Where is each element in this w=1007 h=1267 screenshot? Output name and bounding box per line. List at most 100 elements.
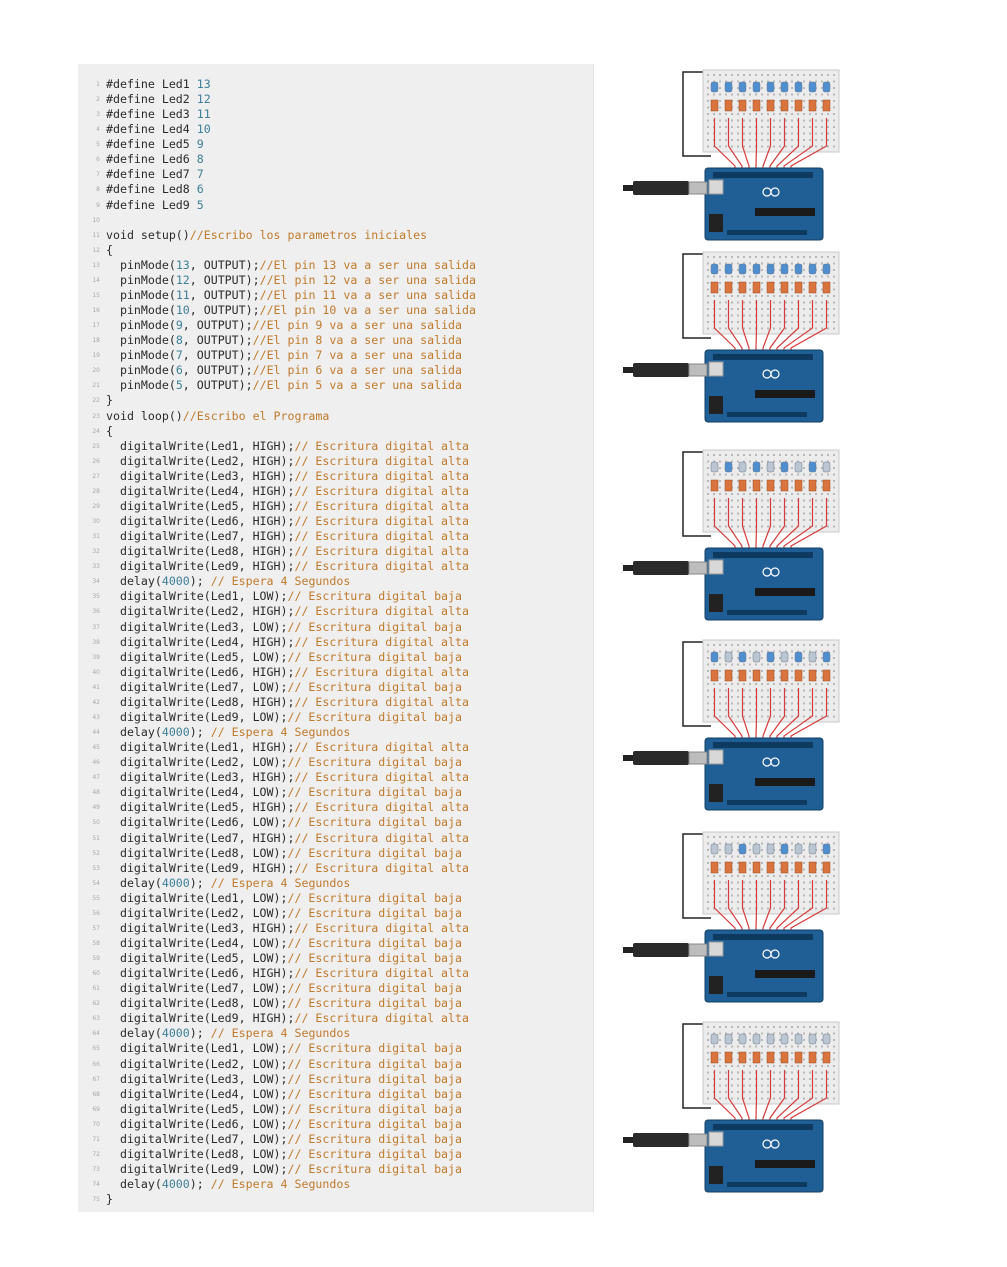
line-number: 36 xyxy=(92,608,100,616)
line-number: 3 xyxy=(96,111,100,119)
led-icon xyxy=(766,263,775,275)
code-comment: // Escritura digital alta xyxy=(294,498,469,513)
code-comment: //Escribo el Programa xyxy=(182,408,330,423)
code-text: digitalWrite(Led6, HIGH);// Escritura di… xyxy=(106,665,469,680)
code-text: digitalWrite(Led5, LOW);// Escritura dig… xyxy=(106,951,462,966)
code-comment: // Escritura digital baja xyxy=(287,679,462,694)
led-icon xyxy=(766,461,775,473)
code-token: digitalWrite(Led1, LOW); xyxy=(106,1041,288,1056)
line-number: 55 xyxy=(92,894,100,902)
code-text: { xyxy=(106,243,113,258)
led-icon xyxy=(710,651,719,663)
code-token: void loop() xyxy=(106,408,183,423)
signal-wire xyxy=(755,880,758,934)
code-token: digitalWrite(Led6, LOW); xyxy=(106,1116,288,1131)
code-token: pinMode( xyxy=(106,303,176,318)
code-token: , OUTPUT); xyxy=(182,348,253,363)
code-comment: // Escritura digital baja xyxy=(287,815,462,830)
code-comment: //El pin 5 va a ser una salida xyxy=(252,378,463,393)
code-text: digitalWrite(Led6, HIGH);// Escritura di… xyxy=(106,966,469,981)
code-text: delay(4000); // Espera 4 Segundos xyxy=(106,1026,350,1041)
code-token: void setup() xyxy=(106,227,190,242)
line-number: 65 xyxy=(92,1045,100,1053)
line-number: 21 xyxy=(92,382,100,390)
led-icon xyxy=(780,263,789,275)
led-icon xyxy=(724,843,733,855)
code-text: digitalWrite(Led2, LOW);// Escritura dig… xyxy=(106,1057,462,1072)
line-number: 73 xyxy=(92,1166,100,1174)
line-number: 24 xyxy=(92,427,100,435)
code-comment: // Escritura digital alta xyxy=(294,468,469,483)
line-number: 2 xyxy=(96,96,100,104)
led-icon xyxy=(780,461,789,473)
code-token: digitalWrite(Led9, LOW); xyxy=(106,709,288,724)
code-token: digitalWrite(Led8, HIGH); xyxy=(106,694,295,709)
led-icon xyxy=(808,651,817,663)
line-number: 48 xyxy=(92,789,100,797)
code-comment: // Escritura digital baja xyxy=(287,785,462,800)
code-token: digitalWrite(Led6, HIGH); xyxy=(106,664,295,679)
code-number: 12 xyxy=(175,272,190,287)
code-text: digitalWrite(Led7, HIGH);// Escritura di… xyxy=(106,529,469,544)
code-text: digitalWrite(Led1, HIGH);// Escritura di… xyxy=(106,439,469,454)
code-number: 4000 xyxy=(161,875,190,890)
led-icon xyxy=(738,1033,747,1045)
code-token: , OUTPUT); xyxy=(189,287,260,302)
line-number: 61 xyxy=(92,985,100,993)
code-comment: //El pin 11 va a ser una salida xyxy=(259,287,476,302)
usb-cable-icon xyxy=(623,751,708,765)
led-icon xyxy=(710,1033,719,1045)
code-token: digitalWrite(Led7, HIGH); xyxy=(106,830,295,845)
resistor-icon xyxy=(808,479,817,492)
code-number: 4000 xyxy=(161,574,190,589)
code-token: digitalWrite(Led7, HIGH); xyxy=(106,529,295,544)
code-text: pinMode(11, OUTPUT);//El pin 11 va a ser… xyxy=(106,288,476,303)
ground-wire xyxy=(682,451,711,537)
code-token: digitalWrite(Led2, HIGH); xyxy=(106,453,295,468)
code-text: digitalWrite(Led1, LOW);// Escritura dig… xyxy=(106,589,462,604)
resistor-icon xyxy=(780,99,789,112)
code-text: digitalWrite(Led8, LOW);// Escritura dig… xyxy=(106,846,462,861)
usb-cable-icon xyxy=(623,943,708,957)
code-text: digitalWrite(Led2, HIGH);// Escritura di… xyxy=(106,604,469,619)
resistor-icon xyxy=(794,281,803,294)
code-number: 6 xyxy=(196,182,204,197)
led-icon xyxy=(780,1033,789,1045)
code-comment: //El pin 12 va a ser una salida xyxy=(259,272,476,287)
code-token: digitalWrite(Led4, LOW); xyxy=(106,1086,288,1101)
led-icon xyxy=(808,263,817,275)
resistor-icon xyxy=(710,99,719,112)
line-number: 53 xyxy=(92,864,100,872)
code-number: 7 xyxy=(196,167,204,182)
resistor-icon xyxy=(752,861,761,874)
code-token: digitalWrite(Led9, LOW); xyxy=(106,1162,288,1177)
code-text: digitalWrite(Led3, LOW);// Escritura dig… xyxy=(106,620,462,635)
led-icon xyxy=(766,1033,775,1045)
code-token: digitalWrite(Led2, HIGH); xyxy=(106,604,295,619)
ground-wire xyxy=(682,833,711,919)
code-number: 13 xyxy=(175,257,190,272)
line-number: 20 xyxy=(92,367,100,375)
code-text: digitalWrite(Led4, LOW);// Escritura dig… xyxy=(106,936,462,951)
line-number: 26 xyxy=(92,457,100,465)
resistor-icon xyxy=(822,281,831,294)
code-token: digitalWrite(Led2, LOW); xyxy=(106,905,288,920)
code-token: digitalWrite(Led1, LOW); xyxy=(106,589,288,604)
led-icon xyxy=(766,81,775,93)
code-text: digitalWrite(Led3, HIGH);// Escritura di… xyxy=(106,921,469,936)
code-text: digitalWrite(Led2, HIGH);// Escritura di… xyxy=(106,454,469,469)
code-token: } xyxy=(106,1192,113,1207)
code-comment: // Escritura digital alta xyxy=(294,604,469,619)
code-token: digitalWrite(Led3, HIGH); xyxy=(106,468,295,483)
code-token: } xyxy=(106,393,113,408)
line-number: 68 xyxy=(92,1090,100,1098)
code-token: digitalWrite(Led7, LOW); xyxy=(106,1131,288,1146)
code-comment: // Espera 4 Segundos xyxy=(210,725,351,739)
code-comment: //El pin 13 va a ser una salida xyxy=(259,257,476,272)
line-number: 16 xyxy=(92,307,100,315)
code-comment: // Escritura digital baja xyxy=(287,951,462,966)
code-text: digitalWrite(Led2, LOW);// Escritura dig… xyxy=(106,906,462,921)
code-token: digitalWrite(Led5, LOW); xyxy=(106,649,288,664)
code-text: pinMode(13, OUTPUT);//El pin 13 va a ser… xyxy=(106,258,476,273)
code-text: digitalWrite(Led7, LOW);// Escritura dig… xyxy=(106,981,462,996)
